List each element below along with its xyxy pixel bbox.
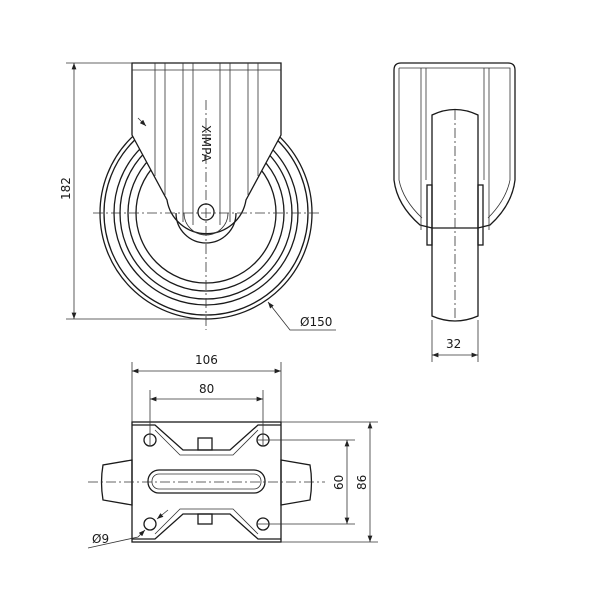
- fork-bracket: XIMPA: [131, 62, 282, 244]
- slot: [147, 469, 266, 494]
- hole-spacing-x-dimension: 80: [199, 382, 214, 396]
- wheel-side: [431, 108, 479, 322]
- front-view: XIMPA 182 Ø150: [59, 62, 336, 331]
- plate-width-dimension: 106: [195, 353, 218, 367]
- diameter-dimension: Ø150: [300, 315, 332, 329]
- nut-top: [197, 437, 213, 451]
- hole-diameter-dimension: Ø9: [92, 532, 109, 546]
- top-view: 106 80 60 86 Ø9: [87, 353, 378, 549]
- plate-depth-dimension: 86: [355, 475, 369, 490]
- nut-bottom: [197, 513, 213, 525]
- hole-spacing-y-dimension: 60: [332, 475, 346, 490]
- mount-hole: [143, 517, 157, 531]
- side-view: 32: [393, 62, 516, 362]
- width-dimension: 32: [446, 337, 461, 351]
- height-dimension: 182: [59, 177, 73, 200]
